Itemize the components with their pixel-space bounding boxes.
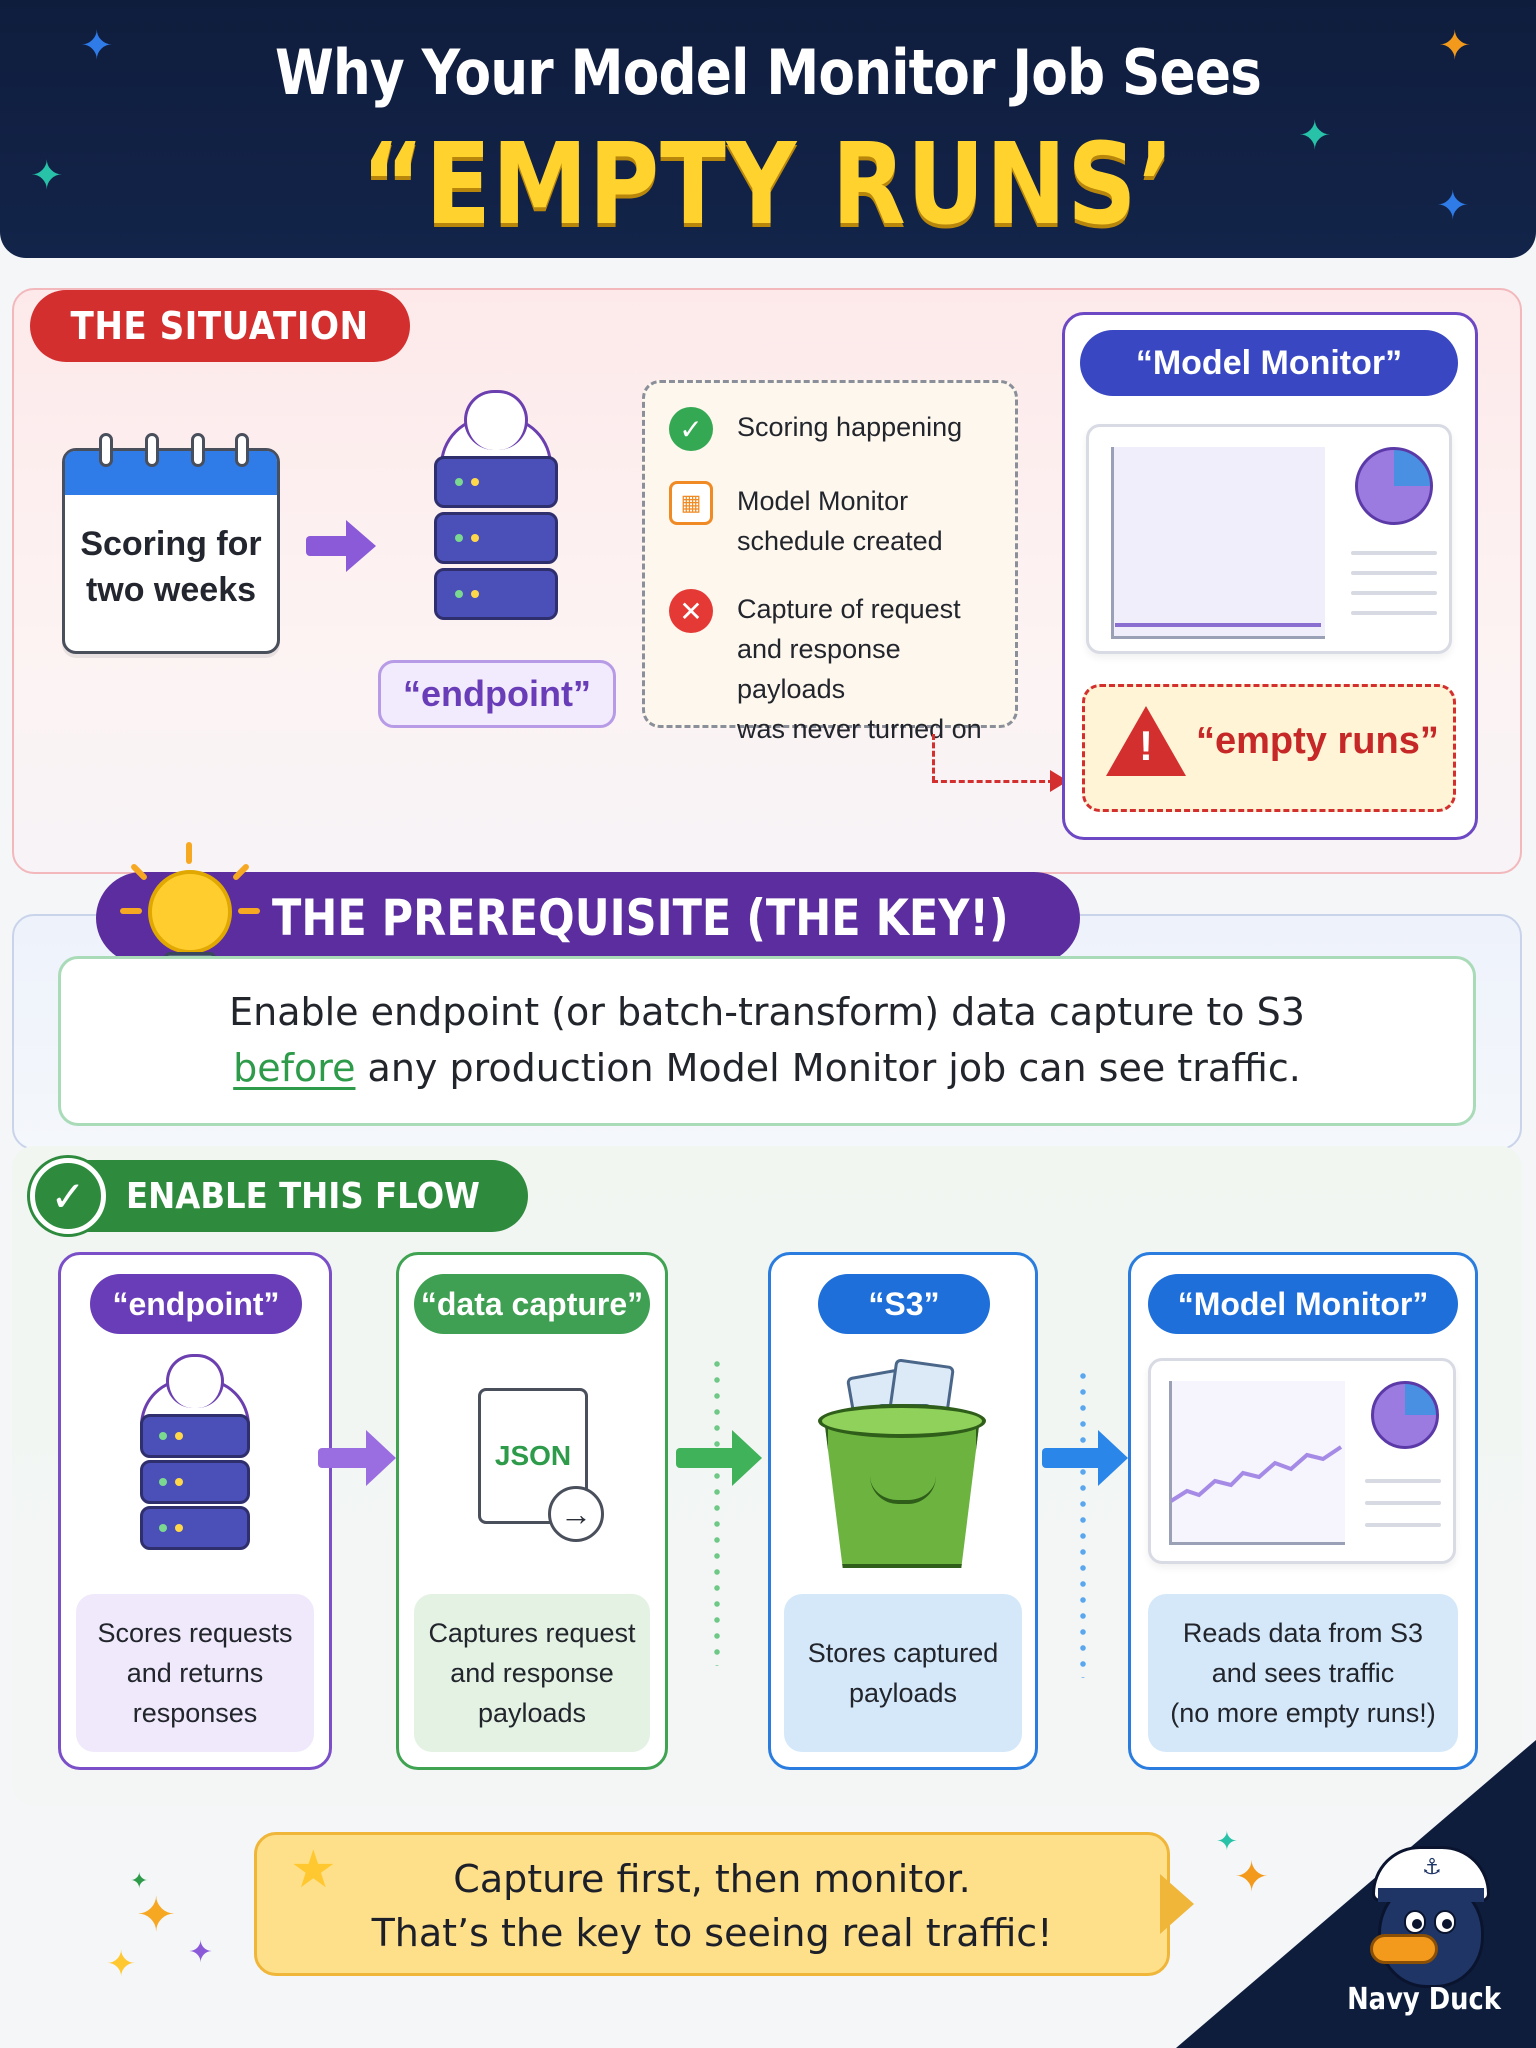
flow-step-label: “data capture” [414,1274,650,1334]
calendar-icon: ▦ [669,481,713,525]
flow-step-label: “Model Monitor” [1148,1274,1458,1334]
header-banner [0,0,1536,258]
sparkle-icon: ✦ [1298,114,1332,158]
anchor-icon: ⚓ [1422,1854,1442,1879]
light-ray [186,842,192,864]
sparkle-icon: ✦ [1436,184,1470,228]
arrow-right-icon [676,1430,762,1486]
sparkle-icon: ✦ [130,1868,149,1893]
duck-beak [1370,1934,1438,1964]
sparkle-icon: ✦ [1234,1853,1270,1900]
prerequisite-text: Enable endpoint (or batch-transform) dat… [229,990,1305,1090]
model-monitor-label: “Model Monitor” [1080,330,1458,396]
check-icon: ✓ [669,407,713,451]
server-icon [434,390,558,626]
sparkle-icon: ✦ [106,1943,137,1984]
checklist-item: ✓ Scoring happening [669,407,962,451]
warning-icon [1106,706,1186,776]
calendar-icon: Scoring for two weeks [62,433,280,654]
x-icon: ✕ [669,589,713,633]
star-icon: ★ [290,1841,337,1899]
sparkle-icon: ✦ [188,1936,214,1969]
warning-exclamation: ! [1139,722,1153,769]
pie-chart-icon [1371,1381,1439,1449]
line-chart-icon [1171,1445,1343,1503]
endpoint-label: “endpoint” [378,660,616,728]
dashboard-icon [1148,1358,1456,1564]
emphasis-before: before [233,1046,356,1090]
brand-name: Navy Duck [1347,1982,1501,2017]
json-file-label: JSON [494,1440,572,1471]
dotted-divider [714,1356,720,1666]
prerequisite-heading: THE PREREQUISITE (THE KEY!) [96,872,1080,964]
arrow-right-icon [306,520,376,572]
empty-runs-alert [1082,684,1456,812]
arrow-circle-icon: → [548,1486,604,1542]
dashboard-icon [1086,424,1452,654]
bucket-smile [870,1476,936,1504]
page-title-emphasis: “EMPTY RUNS’ [361,120,1175,250]
connector-line [932,734,935,782]
banner-tail [1160,1874,1194,1934]
arrow-right-icon [318,1430,396,1486]
takeaway-banner [254,1832,1170,1976]
bucket-rim [818,1404,986,1438]
empty-runs-label: “empty runs” [1196,720,1439,762]
dotted-divider [1080,1368,1086,1678]
duck-eye [1404,1910,1426,1934]
flow-heading: ENABLE THIS FLOW [30,1160,528,1232]
sparkle-icon: ✦ [1438,24,1472,68]
flow-step-label: “S3” [818,1274,990,1334]
server-icon [140,1354,250,1550]
cap-band [1378,1888,1484,1902]
prerequisite-box [58,956,1476,1126]
flow-step-label: “endpoint” [90,1274,302,1334]
sparkle-icon: ✦ [30,154,64,198]
sparkle-icon: ✦ [1216,1826,1238,1856]
sparkle-icon: ✦ [136,1889,177,1942]
arrow-right-icon [1042,1430,1128,1486]
takeaway-text: Capture first, then monitor. That’s the … [371,1857,1053,1955]
duck-eye [1434,1910,1456,1934]
sparkle-icon: ✦ [80,24,114,68]
light-ray [238,908,260,914]
light-ray [120,908,142,914]
pie-chart-icon [1355,447,1433,525]
lightbulb-icon [148,870,232,954]
connector-line [932,780,1054,783]
check-icon: ✓ [30,1158,106,1234]
calendar-caption: Scoring for two weeks [80,525,262,609]
situation-heading: THE SITUATION [30,290,410,362]
page-title: Why Your Model Monitor Job Sees [274,36,1262,109]
